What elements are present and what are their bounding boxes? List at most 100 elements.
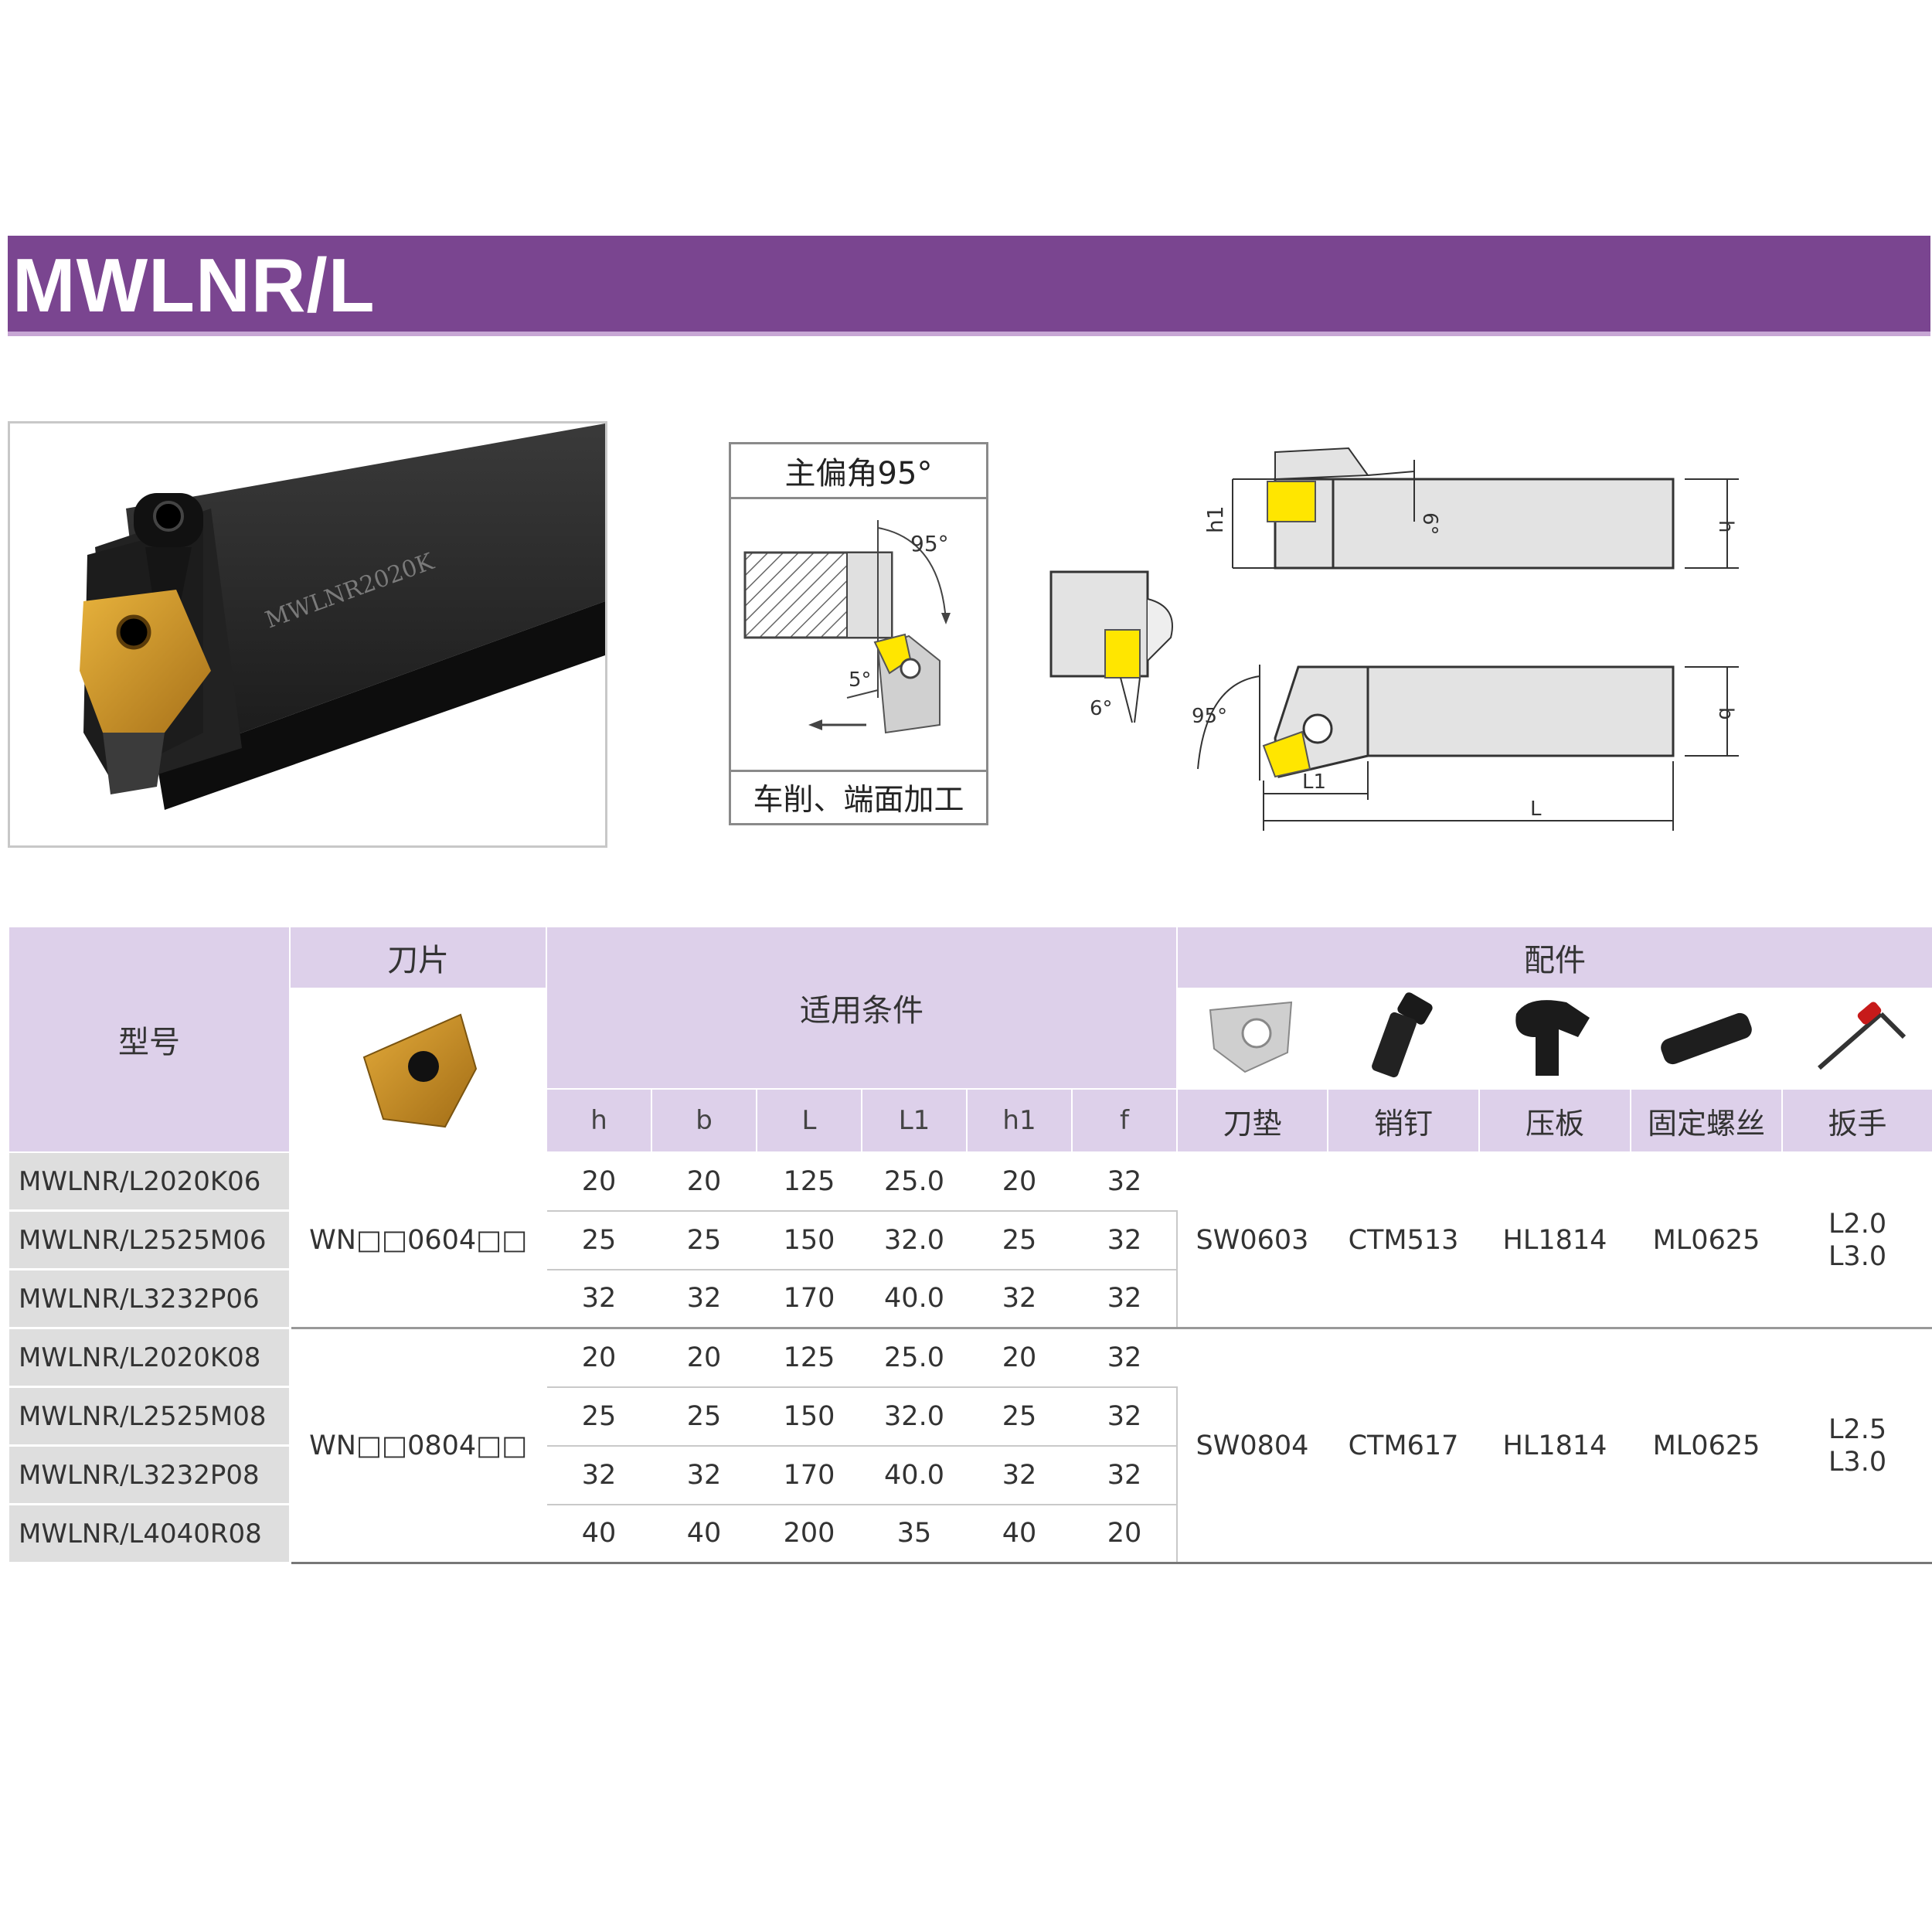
- header-insert: 刀片: [289, 926, 547, 989]
- pin-image-cell: [1327, 987, 1480, 1090]
- cell-b: 25: [651, 1209, 757, 1270]
- table-row: MWLNR/L3232P06 32 32 170 40.0 32 32: [8, 1268, 1932, 1329]
- cell-h1: 20: [966, 1327, 1073, 1388]
- cell-h: 25: [546, 1386, 652, 1447]
- cell-h: 32: [546, 1268, 652, 1329]
- header-accessories: 配件: [1175, 926, 1932, 989]
- cell-h: 20: [546, 1327, 652, 1388]
- screw-image-cell: [1630, 987, 1783, 1090]
- cell-L1: 25.0: [861, 1327, 968, 1388]
- cell-h1: 25: [966, 1209, 1073, 1270]
- cell-L1: 40.0: [861, 1268, 968, 1329]
- header-conditions: 适用条件: [546, 925, 1178, 1090]
- dim-h-label: h: [1714, 520, 1737, 532]
- clamp-code: HL1814: [1478, 1327, 1631, 1564]
- cell-h: 20: [546, 1151, 652, 1212]
- cell-L1: 35: [861, 1503, 968, 1564]
- insert-image-cell: [289, 988, 547, 1153]
- table-row: MWLNR/L4040R08 40 40 200 35 40 20: [8, 1503, 1932, 1564]
- turning-schematic: 95° 5°: [743, 520, 951, 734]
- cell-L: 200: [756, 1503, 862, 1564]
- header-model: 型号: [8, 926, 291, 1153]
- table-row: MWLNR/L2020K08 WN□□0804□□ 20 20 125 25.0…: [8, 1327, 1932, 1564]
- col-b: b: [651, 1088, 757, 1153]
- cell-f: 32: [1071, 1386, 1178, 1447]
- model-cell: MWLNR/L4040R08: [8, 1503, 291, 1564]
- cell-f: 32: [1071, 1209, 1178, 1270]
- model-cell: MWLNR/L2020K08: [8, 1327, 291, 1388]
- operation-caption: 车削、端面加工: [731, 770, 986, 823]
- shim-code: SW0804: [1176, 1327, 1328, 1564]
- model-cell: MWLNR/L3232P08: [8, 1444, 291, 1505]
- col-f: f: [1071, 1088, 1178, 1153]
- cell-L1: 40.0: [861, 1444, 968, 1505]
- table-row: MWLNR/L2525M08 25 25 150 32.0 25 32: [8, 1386, 1932, 1447]
- lead-angle-title: 主偏角95°: [731, 444, 986, 499]
- cell-L1: 32.0: [861, 1209, 968, 1270]
- pin-code: CTM513: [1327, 1151, 1480, 1329]
- cell-L: 170: [756, 1268, 862, 1329]
- model-cell: MWLNR/L2525M06: [8, 1209, 291, 1270]
- col-h: h: [546, 1088, 652, 1153]
- cell-L1: 25.0: [861, 1151, 968, 1212]
- cell-f: 32: [1071, 1151, 1178, 1212]
- insert-icon: [362, 1013, 478, 1128]
- dim-L1-label: L1: [1302, 770, 1326, 794]
- table-row: MWLNR/L3232P08 32 32 170 40.0 32 32: [8, 1444, 1932, 1505]
- cell-b: 20: [651, 1151, 757, 1212]
- cell-L: 125: [756, 1327, 862, 1388]
- cell-f: 32: [1071, 1268, 1178, 1329]
- clamp-icon: [1515, 1000, 1590, 1077]
- wrench-size: L2.0: [1828, 1208, 1887, 1240]
- clamp-image-cell: [1478, 987, 1631, 1090]
- pin-code: CTM617: [1327, 1327, 1480, 1564]
- cell-h: 32: [546, 1444, 652, 1505]
- cell-h1: 25: [966, 1386, 1073, 1447]
- dim-top-angle-label: 6°: [1418, 512, 1441, 536]
- dimension-drawing: h1 h 6° 6° 95° b L1 L: [1049, 447, 1739, 831]
- cell-f: 32: [1071, 1444, 1178, 1505]
- table-row: MWLNR/L2525M06 25 25 150 32.0 25 32: [8, 1209, 1932, 1270]
- dim-h1-label: h1: [1202, 505, 1228, 533]
- screw-code: ML0625: [1630, 1327, 1783, 1564]
- col-L1: L1: [861, 1088, 968, 1153]
- clamp-code: HL1814: [1478, 1151, 1631, 1329]
- cell-L: 170: [756, 1444, 862, 1505]
- dim-lead-angle-label: 95°: [1192, 705, 1227, 728]
- cell-h1: 32: [966, 1444, 1073, 1505]
- wrench-size: L3.0: [1828, 1446, 1887, 1478]
- screw-code: ML0625: [1630, 1151, 1783, 1329]
- cell-L: 150: [756, 1386, 862, 1447]
- dim-b-label: b: [1714, 707, 1737, 720]
- cell-b: 40: [651, 1503, 757, 1564]
- screw-icon: [1661, 1013, 1752, 1065]
- col-screw: 固定螺丝: [1630, 1088, 1783, 1153]
- cell-L: 125: [756, 1151, 862, 1212]
- cell-b: 32: [651, 1444, 757, 1505]
- cell-h1: 32: [966, 1268, 1073, 1329]
- col-shim: 刀垫: [1176, 1088, 1328, 1153]
- wrench-size: L3.0: [1828, 1240, 1887, 1272]
- col-clamp: 压板: [1478, 1088, 1631, 1153]
- lead-angle-diagram: 主偏角95° 95° 5° 车削、端面加工: [729, 442, 988, 825]
- cell-L1: 32.0: [861, 1386, 968, 1447]
- shim-icon: [1209, 1002, 1292, 1073]
- cell-b: 32: [651, 1268, 757, 1329]
- col-wrench: 扳手: [1781, 1088, 1932, 1153]
- dim-side-angle-label: 6°: [1090, 697, 1113, 720]
- title-bar: MWLNR/L: [8, 236, 1930, 336]
- col-h1: h1: [966, 1088, 1073, 1153]
- cell-b: 20: [651, 1327, 757, 1388]
- wrench-code: L2.0 L3.0: [1781, 1151, 1932, 1329]
- tool-holder-image: MWLNR2020K: [80, 423, 605, 810]
- insert-spec: WN□□0604□□: [289, 1151, 547, 1329]
- shim-code: SW0603: [1176, 1151, 1328, 1329]
- cell-h1: 20: [966, 1151, 1073, 1212]
- spec-table: 型号 刀片 适用条件 配件: [8, 925, 1932, 1564]
- cell-L: 150: [756, 1209, 862, 1270]
- dim-L-label: L: [1530, 798, 1542, 821]
- product-photo: MWLNR2020K: [8, 421, 607, 848]
- cell-h: 25: [546, 1209, 652, 1270]
- model-cell: MWLNR/L3232P06: [8, 1268, 291, 1329]
- cell-b: 25: [651, 1386, 757, 1447]
